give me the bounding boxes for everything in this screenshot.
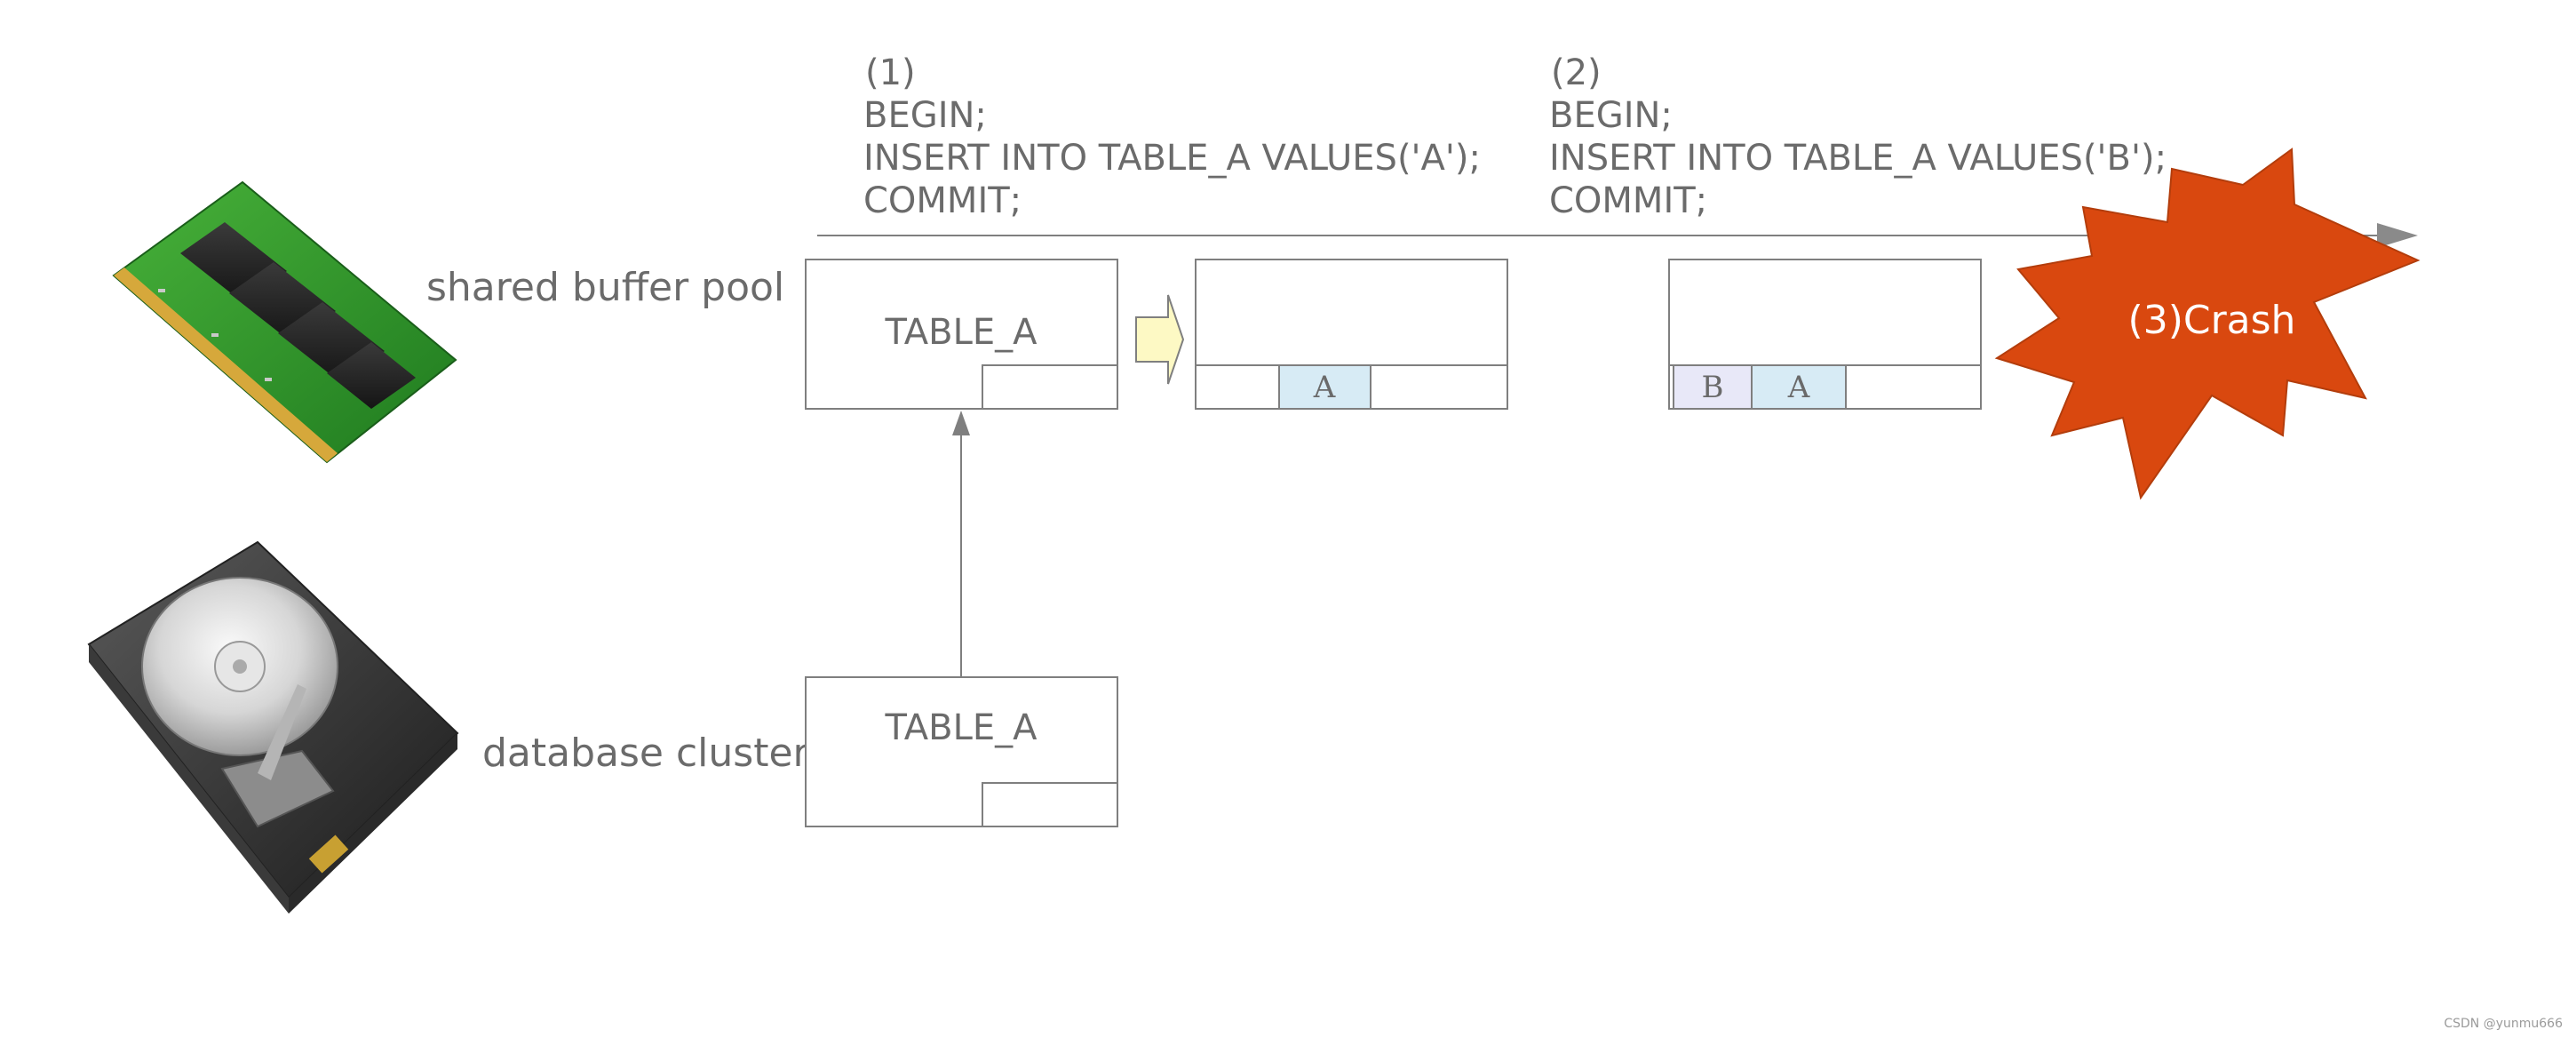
tuple-a [1278,364,1371,410]
disk-page-title: TABLE_A [884,707,1038,748]
tuple-a [1751,364,1847,410]
crash-burst: (3)Crash [1994,148,2421,500]
ram-module-icon [112,180,457,464]
step-2-line-2: INSERT INTO TABLE_A VALUES('B'); [1549,138,2167,179]
step-1-number: (1) [865,52,916,93]
tuple-b-label: B [1702,370,1724,405]
step-1-line-1: BEGIN; [863,95,987,136]
memory-label: shared buffer pool [426,265,784,310]
disk-page: TABLE_A [805,676,1118,827]
buffer-page-1-title: TABLE_A [884,312,1038,353]
buffer-page-1: TABLE_A [805,259,1118,410]
step-2-number: (2) [1551,52,1602,93]
crash-burst-shape [1994,148,2421,500]
tuple-a-label: A [1787,370,1810,405]
crash-label: (3)Crash [2128,298,2296,343]
load-arrow [952,411,970,677]
sql-step-2: (2) BEGIN; INSERT INTO TABLE_A VALUES('B… [1549,52,2167,221]
disk-label: database cluster [482,731,810,776]
step-2-line-1: BEGIN; [1549,95,1673,136]
buffer-page-3: B A [1668,259,1982,410]
hard-disk-drive-icon [87,540,459,914]
transition-arrow [1135,294,1185,385]
step-1-line-2: INSERT INTO TABLE_A VALUES('A'); [863,138,1481,179]
step-1-line-3: COMMIT; [863,180,1022,221]
tuple-b [1673,364,1753,410]
sql-step-1: (1) BEGIN; INSERT INTO TABLE_A VALUES('A… [863,52,1481,221]
watermark: CSDN @yunmu666 [2444,1017,2563,1031]
tuple-a-label: A [1313,370,1336,405]
step-2-line-3: COMMIT; [1549,180,1707,221]
buffer-page-2: A [1195,259,1508,410]
